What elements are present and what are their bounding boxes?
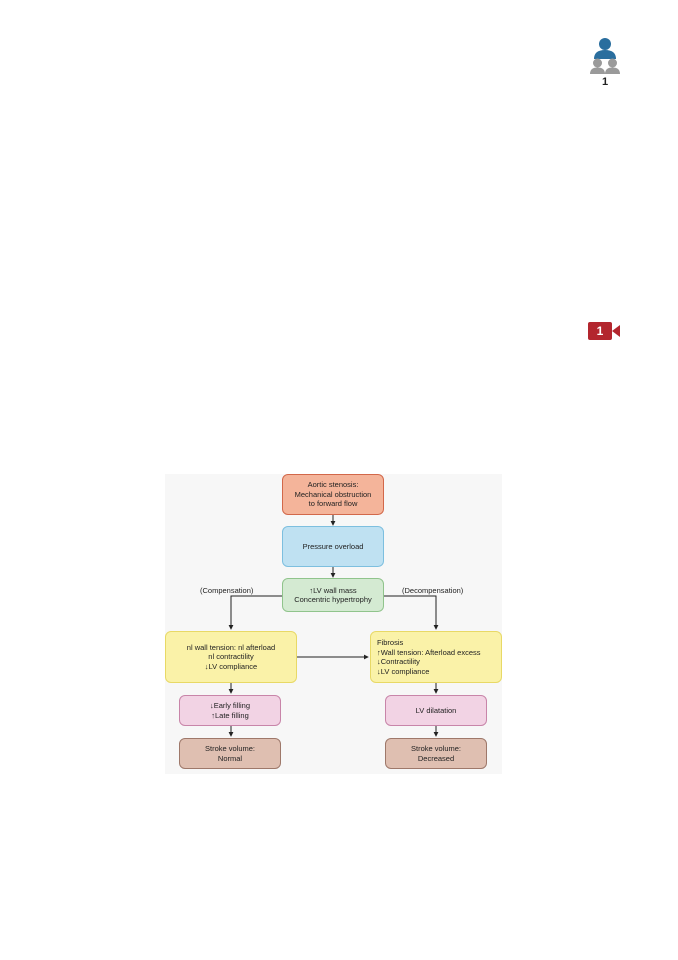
text-line: ↓Contractility (377, 657, 420, 666)
box-lv-dilatation: LV dilatation (385, 695, 487, 726)
box-stroke-volume-decreased: Stroke volume: Decreased (385, 738, 487, 769)
text-line: Decreased (417, 753, 455, 763)
box-lv-wall-mass: ↑LV wall mass Concentric hypertrophy (282, 578, 384, 612)
label-decompensation: (Decompensation) (402, 586, 464, 595)
box-compensation-state: nl wall tension: nl afterload nl contrac… (165, 631, 297, 683)
text-line: Fibrosis (377, 638, 404, 647)
box-decompensation-state: Fibrosis ↑Wall tension: Afterload excess… (370, 631, 502, 683)
label-compensation: (Compensation) (200, 586, 254, 595)
people-count: 1 (601, 76, 609, 88)
aortic-stenosis-flowchart: Aortic stenosis: Mechanical obstruction … (165, 474, 502, 774)
video-badge-icon[interactable]: 1 (588, 322, 620, 340)
text-line: ↓LV compliance (377, 666, 430, 676)
video-number: 1 (596, 324, 604, 338)
text-line: nl contractility (208, 652, 254, 662)
text-line: ↑Late filling (211, 710, 249, 720)
text-line: nl wall tension: nl afterload (186, 642, 276, 652)
text-line: Concentric hypertrophy (294, 595, 372, 604)
text-line: Mechanical obstruction (294, 489, 372, 499)
text-line: to forward flow (308, 499, 358, 509)
text-line: Pressure overload (302, 541, 364, 551)
box-pressure-overload: Pressure overload (282, 526, 384, 567)
text-line: ↓LV compliance (204, 661, 258, 671)
text-line: Stroke volume: (410, 744, 462, 753)
text-line: ↓Early filling (209, 701, 250, 710)
text-line: Aortic stenosis: (307, 480, 359, 490)
box-stroke-volume-normal: Stroke volume: Normal (179, 738, 281, 769)
text-line: ↑LV wall mass (309, 585, 357, 595)
text-line: Stroke volume: (204, 744, 256, 753)
box-aortic-stenosis: Aortic stenosis: Mechanical obstruction … (282, 474, 384, 515)
text-line: ↑Wall tension: Afterload excess (377, 647, 481, 657)
text-line: Normal (217, 753, 243, 763)
text-line: LV dilatation (415, 705, 457, 715)
box-filling: ↓Early filling ↑Late filling (179, 695, 281, 726)
flowchart-connectors (228, 515, 439, 737)
people-icon: 1 (589, 37, 621, 89)
